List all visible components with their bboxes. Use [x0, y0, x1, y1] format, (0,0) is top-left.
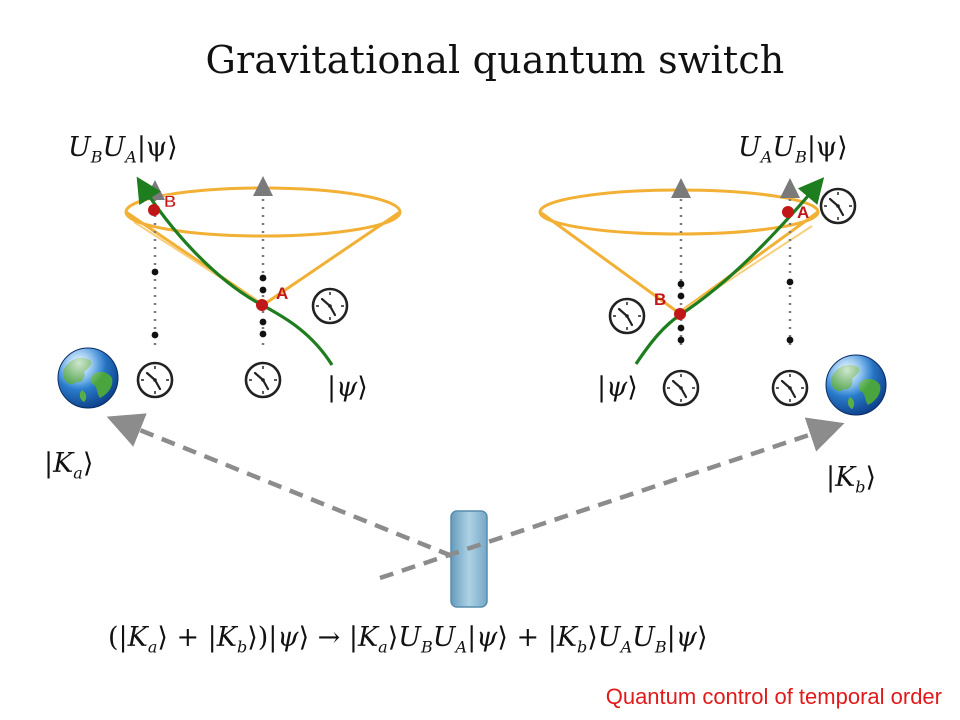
clock-icon	[662, 369, 700, 407]
slide-title: Gravitational quantum switch	[205, 38, 785, 82]
slide-caption: Quantum control of temporal order	[605, 684, 942, 709]
svg-text:B: B	[654, 290, 666, 309]
right-panel: A B	[538, 177, 887, 416]
mass-state-Kb-label: |Kb⟩	[826, 462, 877, 497]
clock-icon	[819, 187, 857, 225]
right-clock-worldline-1	[671, 178, 691, 345]
left-event-B: B	[148, 192, 177, 216]
clock-icon	[608, 297, 646, 335]
right-input-state-label: |ψ⟩	[597, 372, 638, 403]
clock-icon	[244, 361, 282, 399]
mass-state-Ka-label: |Ka⟩	[44, 448, 94, 483]
clock-icon	[136, 361, 174, 399]
left-event-A: A	[256, 284, 288, 311]
left-panel: B A	[57, 176, 402, 409]
right-output-state-label: UAUB|ψ⟩	[738, 132, 848, 167]
svg-text:A: A	[797, 203, 809, 222]
right-clock-worldline-2	[780, 178, 800, 345]
left-input-state-label: |ψ⟩	[327, 372, 368, 403]
right-event-B: B	[654, 290, 686, 320]
earth-globe-icon	[825, 354, 887, 416]
beam-splitter	[450, 510, 488, 608]
left-output-state-label: UBUA|ψ⟩	[68, 132, 178, 167]
clock-icon	[771, 369, 809, 407]
dashed-arrow-to-Ka	[106, 413, 453, 559]
right-event-A: A	[782, 203, 809, 222]
svg-text:A: A	[276, 284, 288, 303]
left-system-worldline	[136, 176, 334, 366]
clock-icon	[311, 287, 349, 325]
left-clock-worldline-2	[253, 176, 273, 345]
earth-globe-icon	[57, 347, 119, 409]
superposition-formula: (|Ka⟩ + |Kb⟩)|ψ⟩ → |Ka⟩UBUA|ψ⟩ + |Kb⟩UAU…	[108, 622, 708, 657]
right-system-worldline	[634, 177, 825, 365]
dashed-arrow-to-Kb	[379, 417, 845, 581]
svg-text:B: B	[164, 192, 176, 211]
